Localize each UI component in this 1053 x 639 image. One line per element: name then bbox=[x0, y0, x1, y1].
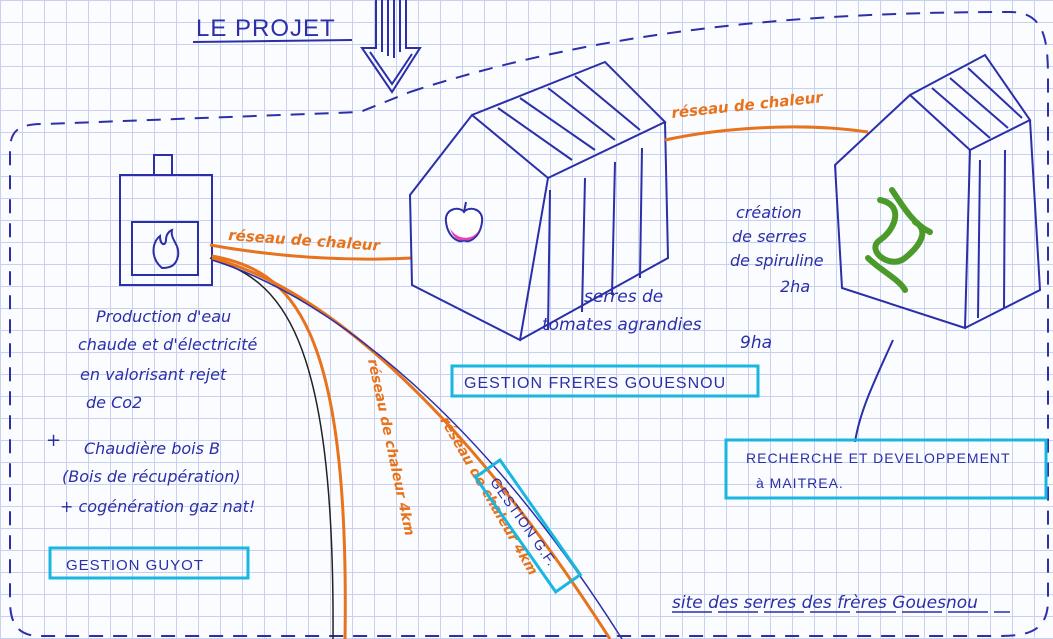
heat-network-label-top: réseau de chaleur bbox=[671, 88, 826, 122]
boiler-plant bbox=[119, 154, 213, 286]
plant-extra-3: + cogénération gaz nat! bbox=[60, 497, 255, 516]
heat-network-line-top bbox=[664, 125, 869, 142]
site-label: site des serres des frères Gouesnou bbox=[672, 593, 978, 613]
heat-network-line-down-2 bbox=[211, 256, 612, 639]
project-boundary bbox=[9, 10, 1049, 637]
spiruline-label-3: de spiruline bbox=[730, 251, 824, 270]
tomato-greenhouse-label-1: serres de bbox=[584, 287, 663, 307]
page-title: LE PROJET bbox=[196, 15, 336, 42]
gestion-gf-box bbox=[473, 457, 583, 594]
gestion-guyot-label: GESTION GUYOT bbox=[66, 557, 204, 574]
apple-icon bbox=[444, 201, 484, 243]
gestion-guyot-box bbox=[48, 546, 250, 580]
research-label-2: à MAITREA. bbox=[756, 475, 844, 491]
plant-desc-4: de Co2 bbox=[86, 393, 142, 412]
plant-extra-2: (Bois de récupération) bbox=[62, 467, 241, 486]
plus-sign: + bbox=[46, 430, 61, 451]
spiruline-label-1: création bbox=[736, 203, 802, 222]
heat-network-line-down-1 bbox=[211, 254, 347, 639]
plant-desc-1: Production d'eau bbox=[96, 307, 231, 326]
gestion-freres-box bbox=[450, 364, 760, 398]
tomato-greenhouse-label-2: tomates agrandies bbox=[542, 315, 702, 335]
plant-extra-1: Chaudière bois B bbox=[84, 439, 220, 458]
spiruline-icon bbox=[865, 187, 933, 293]
gestion-freres-label: GESTION FRERES GOUESNOU bbox=[464, 375, 726, 392]
research-box bbox=[724, 438, 1048, 500]
down-arrow-icon bbox=[360, 0, 422, 94]
tomato-greenhouse bbox=[408, 60, 670, 342]
heat-network-line-left bbox=[209, 243, 413, 261]
research-label-1: RECHERCHE ET DEVELOPPEMENT bbox=[746, 450, 1011, 466]
plant-desc-3: en valorisant rejet bbox=[80, 365, 227, 384]
spiruline-greenhouse bbox=[833, 53, 1042, 330]
plant-desc-2: chaude et d'électricité bbox=[78, 335, 257, 354]
tomato-greenhouse-area: 9ha bbox=[740, 333, 772, 353]
flame-icon bbox=[152, 228, 180, 270]
spiruline-label-2: de serres bbox=[732, 227, 807, 246]
research-connector bbox=[854, 339, 894, 443]
spiruline-area: 2ha bbox=[780, 277, 810, 296]
